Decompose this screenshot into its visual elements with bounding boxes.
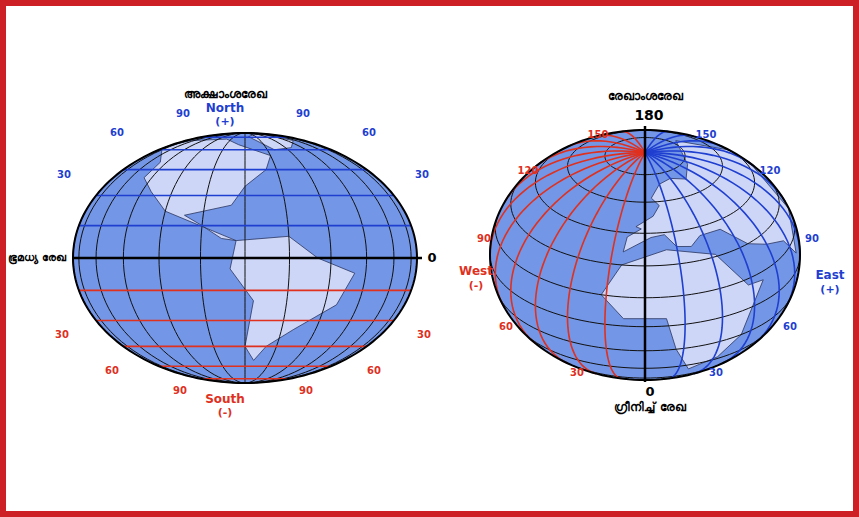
direction-label: West	[459, 265, 493, 278]
grid-line	[200, 378, 289, 380]
degree-number: 30	[709, 367, 723, 378]
grid-line	[645, 153, 795, 308]
continent-shape	[623, 141, 796, 253]
grid-line	[79, 225, 411, 227]
grid-line	[645, 147, 754, 167]
grid-line	[490, 153, 645, 255]
degree-number: 150	[696, 129, 717, 140]
grid-line	[200, 136, 289, 138]
grid-line	[645, 131, 669, 152]
globe-title: രേഖാംശരേഖ	[608, 90, 683, 103]
degree-number: 30	[415, 169, 429, 180]
direction-label: North	[206, 102, 244, 115]
grid-line	[568, 153, 646, 374]
degree-number: 0	[645, 385, 654, 399]
grid-line	[645, 153, 685, 379]
degree-number: 90	[299, 385, 313, 396]
grid-line	[621, 131, 645, 152]
degree-number: 30	[57, 169, 71, 180]
grid-line	[159, 149, 331, 151]
grid-line	[535, 153, 645, 364]
degree-number: 60	[362, 127, 376, 138]
degree-number: 30	[417, 329, 431, 340]
degree-number: 120	[518, 165, 539, 176]
equator-line	[72, 257, 422, 260]
grid-line	[511, 153, 645, 344]
degree-number: 60	[110, 127, 124, 138]
degree-number: 90	[805, 233, 819, 244]
grid-line	[645, 153, 779, 344]
degree-number: 120	[760, 165, 781, 176]
degree-number: 90	[173, 385, 187, 396]
degree-number: 90	[176, 108, 190, 119]
sign-label: (-)	[469, 280, 484, 292]
degree-number: 150	[588, 129, 609, 140]
grid-line	[495, 153, 645, 308]
equator-label: ഭൂമധ്യ രേഖ	[8, 252, 66, 264]
degree-number: 90	[296, 108, 310, 119]
grid-line	[536, 147, 645, 167]
grid-line	[123, 169, 366, 171]
grid-line	[159, 365, 331, 367]
grid-line	[96, 320, 394, 322]
degree-number: 60	[105, 365, 119, 376]
sign-label: (-)	[218, 407, 233, 419]
degree-number: 180	[634, 108, 663, 123]
meridian-label: ഗ്രീനിച്ച് രേഖ	[614, 401, 685, 414]
grid-line	[645, 153, 800, 255]
grid-line	[645, 135, 694, 152]
sign-label: (+)	[820, 284, 839, 296]
grid-line	[123, 346, 366, 348]
grid-line	[645, 153, 723, 374]
continent-shape	[230, 236, 355, 360]
degree-number: 0	[427, 251, 436, 265]
greenwich-axis	[644, 126, 647, 382]
degree-number: 60	[499, 321, 513, 332]
degree-number: 30	[570, 367, 584, 378]
degree-number: 90	[477, 233, 491, 244]
degree-number: 60	[367, 365, 381, 376]
grid-line	[79, 290, 411, 292]
direction-label: East	[815, 269, 844, 282]
grid-line	[605, 153, 645, 379]
sign-label: (+)	[215, 116, 234, 128]
grid-line	[96, 195, 394, 197]
degree-number: 60	[783, 321, 797, 332]
direction-label: South	[205, 393, 245, 406]
globe-title: അക്ഷാംശരേഖ	[184, 88, 267, 101]
grid-line	[645, 153, 755, 364]
degree-number: 30	[55, 329, 69, 340]
